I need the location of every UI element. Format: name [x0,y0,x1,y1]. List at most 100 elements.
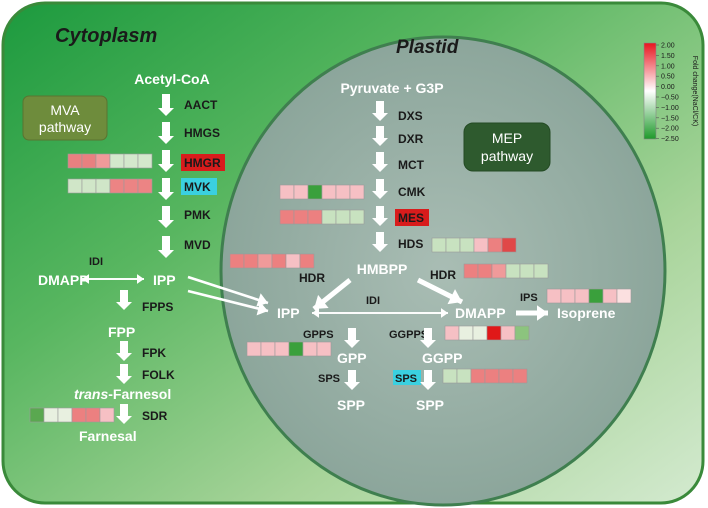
cytoplasm-title: Cytoplasm [55,25,157,47]
legend-color-bar [643,42,657,140]
heatmap-hmgr [67,153,153,169]
reaction-arrow-down [158,206,174,228]
reaction-arrowhead [447,289,462,305]
heatmap-cell [293,184,309,200]
heatmap-cell [260,341,276,357]
plastid-title: Plastid [396,37,459,58]
reaction-arrow-down [116,364,132,384]
reaction-arrowhead [312,308,319,318]
heatmap-cell [431,237,447,253]
metabolite-ggpp: GGPP [422,350,462,366]
heatmap-cell [95,153,111,169]
metabolite-gpp: GPP [337,350,367,366]
legend-tick-label: −0.50 [661,95,679,102]
reaction-arrow-down [372,152,388,172]
enzyme-mes: MES [398,211,424,225]
heatmap-cell [67,153,83,169]
heatmap-cmk [279,184,365,200]
heatmap-cell [271,253,287,269]
reaction-arrow-down [158,178,174,200]
heatmap-cell [335,209,351,225]
enzyme-sps-left: SPS [318,373,340,385]
heatmap-cell [246,341,262,357]
legend-ticks: 2.001.501.000.500.00−0.50−1.00−1.50−2.00… [656,43,679,143]
reaction-arrows [82,94,548,424]
mep-box-line1: MEP [492,130,522,146]
heatmap-cell [95,178,111,194]
legend-title: Fold change(NaCl/CK) [691,56,698,126]
heatmap-sdr [29,407,115,423]
enzyme-hmgr: HMGR [184,156,221,170]
heatmap-sps [442,368,528,384]
reaction-arrow-line [187,289,269,313]
enzyme-mct: MCT [398,158,425,172]
metabolite-ipp-plastid: IPP [277,305,300,321]
heatmap-cell [463,263,479,279]
heatmap-cell [472,325,488,341]
reaction-arrowhead [256,301,268,316]
enzyme-mvd: MVD [184,238,211,252]
expression-heatmaps [29,153,632,423]
legend-tick-label: −2.00 [661,126,679,133]
heatmap-cell [486,325,502,341]
heatmap-cell [349,209,365,225]
heatmap-cell [512,368,528,384]
reaction-arrow-down [158,94,174,116]
enzyme-hmgs: HMGS [184,126,220,140]
legend-tick-label: −1.00 [661,105,679,112]
reaction-arrow-down [372,126,388,146]
enzyme-sdr: SDR [142,409,168,423]
heatmap-cell [470,368,486,384]
enzyme-ggpps: GGPPS [389,329,428,341]
metabolite-dmapp-cyto: DMAPP [38,272,89,288]
heatmap-cell [57,407,73,423]
metabolite-isoprene: Isoprene [557,305,616,321]
enzyme-idi-cyto: IDI [89,256,103,268]
heatmap-cell [302,341,318,357]
heatmap-cell [71,407,87,423]
heatmap-cell [602,288,618,304]
legend-tick-label: 2.00 [661,43,675,50]
heatmap-cell [501,237,517,253]
metabolite-dmapp-plastid: DMAPP [455,305,506,321]
legend-tick-label: −1.50 [661,115,679,122]
metabolite-hmbpp: HMBPP [357,261,408,277]
enzyme-dxs: DXS [398,109,423,123]
heatmap-cell [299,253,315,269]
metabolite-spp-right: SPP [416,397,444,413]
reaction-arrow-down [158,122,174,144]
enzyme-hdr-right: HDR [430,268,456,282]
reaction-arrowhead [314,294,329,309]
heatmap-gpps [246,341,332,357]
heatmap-cell [588,288,604,304]
mva-box-line2: pathway [39,119,91,135]
mep-box-line2: pathway [481,148,533,164]
heatmap-cell [459,237,475,253]
enzyme-folk: FOLK [142,368,175,382]
heatmap-hdr-right [463,263,549,279]
enzyme-sps-right: SPS [395,373,417,385]
heatmap-cell [257,253,273,269]
enzyme-hdr-left: HDR [299,271,325,285]
heatmap-hdr-left [229,253,315,269]
heatmap-cell [137,153,153,169]
enzyme-gpps: GPPS [303,329,334,341]
heatmap-cell [473,237,489,253]
enzyme-ips: IPS [520,292,538,304]
heatmap-cell [444,325,460,341]
heatmap-cell [123,153,139,169]
legend-tick-label: 1.50 [661,53,675,60]
enzyme-fpk: FPK [142,346,166,360]
legend-tick-label: −2.50 [661,136,679,143]
heatmap-cell [533,263,549,279]
heatmap-cell [288,341,304,357]
heatmap-cell [81,178,97,194]
reaction-arrow-down [372,101,388,121]
heatmap-cell [43,407,59,423]
heatmap-cell [109,153,125,169]
heatmap-cell [321,184,337,200]
heatmap-cell [349,184,365,200]
heatmap-cell [109,178,125,194]
reaction-arrowhead [256,293,268,307]
